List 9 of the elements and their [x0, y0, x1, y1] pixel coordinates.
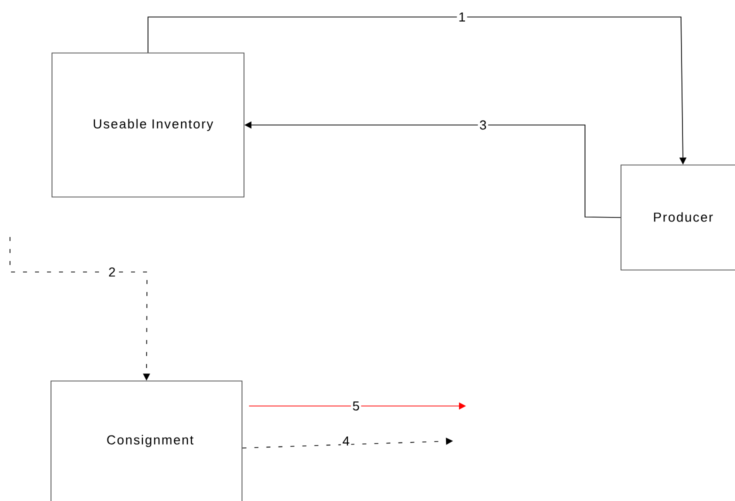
edge-label: 5	[350, 400, 362, 412]
edge-label: 3	[478, 118, 488, 132]
process-box: Useable Inventory	[52, 52, 244, 198]
arrow	[242, 438, 453, 448]
edge-label: 2	[106, 266, 118, 278]
process-box: Producer	[620, 164, 735, 270]
process-box: Consignment	[50, 380, 242, 501]
edge-label: 4	[340, 435, 352, 447]
edge-label: 1	[456, 11, 468, 23]
